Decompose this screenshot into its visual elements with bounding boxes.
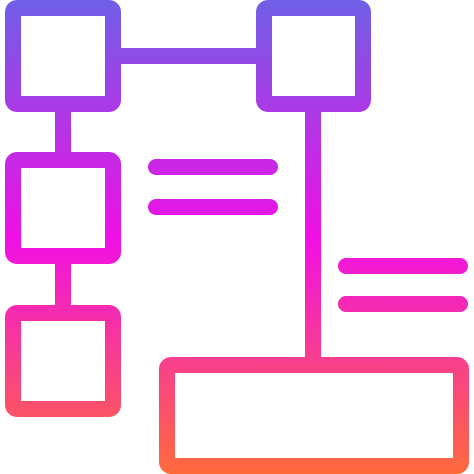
box-top-right [256, 0, 371, 112]
box-bottom-left [5, 305, 121, 417]
box-top-left [5, 0, 121, 112]
box-bottom-right [159, 357, 469, 474]
box-middle-left [5, 152, 121, 264]
